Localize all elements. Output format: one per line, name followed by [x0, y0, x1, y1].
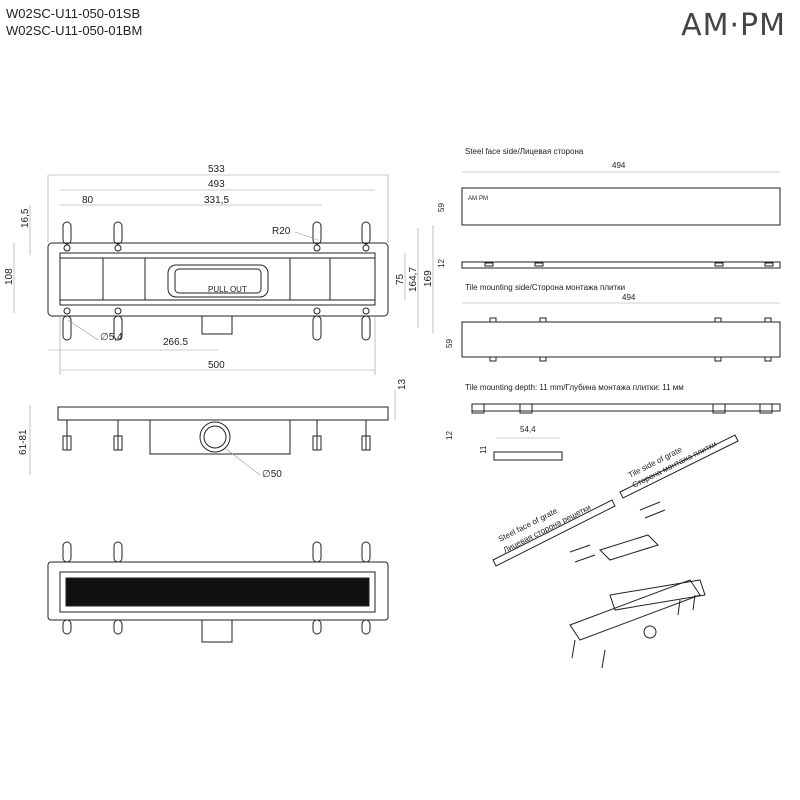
screw-icon: [362, 244, 370, 252]
mounting-tab: [361, 221, 371, 245]
tile-h2: 12: [445, 431, 454, 440]
tile-side-label: Tile mounting side/Сторона монтажа плитк…: [465, 283, 625, 292]
steel-face-label: Steel face side/Лицевая сторона: [465, 147, 584, 156]
steel-width: 494: [612, 161, 626, 170]
leg-foot: [113, 435, 123, 451]
brand-logo: AM·PM: [681, 8, 786, 43]
mounting-tab: [312, 315, 322, 341]
product-codes: W02SC-U11-050-01SB W02SC-U11-050-01BM: [6, 5, 142, 39]
dim-266-5: 266.5: [163, 337, 188, 348]
dim-169: 169: [423, 270, 434, 287]
dim-331-5: 331,5: [204, 195, 229, 206]
dim-493: 493: [208, 179, 225, 190]
dim-75: 75: [395, 273, 406, 285]
screw-icon: [63, 307, 71, 315]
screw-icon: [362, 307, 370, 315]
screw-icon: [313, 244, 321, 252]
dim-61-81: 61-81: [18, 429, 29, 455]
steel-h2: 12: [437, 259, 446, 268]
mounting-tab: [113, 315, 123, 341]
mounting-tab: [62, 541, 72, 563]
mounting-tab: [62, 221, 72, 245]
dim-500: 500: [208, 360, 225, 371]
dim-hole-5-4: ∅5,4: [100, 332, 123, 343]
screw-icon: [313, 307, 321, 315]
mounting-tab: [361, 619, 371, 635]
bottom-view: [47, 541, 389, 643]
screw-icon: [114, 244, 122, 252]
dim-533: 533: [208, 164, 225, 175]
dim-164-7: 164,7: [408, 267, 419, 292]
grate-logo: AM·PM: [468, 196, 488, 202]
top-view: PULL OUT 533 493 80 331,5 R20 108 16,5 7…: [4, 164, 434, 375]
tile-h1: 59: [445, 339, 454, 348]
tile-width: 494: [622, 293, 636, 302]
dim-80: 80: [82, 195, 94, 206]
mounting-tab: [113, 619, 123, 635]
mounting-tab: [312, 541, 322, 563]
mounting-tab: [361, 315, 371, 341]
mounting-tab: [113, 221, 123, 245]
screw-icon: [114, 307, 122, 315]
mounting-tab: [312, 221, 322, 245]
mounting-tab: [62, 315, 72, 341]
mounting-tab: [62, 619, 72, 635]
section-height: 11: [479, 445, 488, 454]
exploded-view: Tile side of grate Сторона монтажа плитк…: [492, 434, 739, 669]
leg-foot: [361, 435, 371, 451]
leg-foot: [62, 435, 72, 451]
product-code: W02SC-U11-050-01BM: [6, 23, 143, 38]
grate-views: Steel face side/Лицевая сторона 494 AM·P…: [437, 147, 781, 461]
section-width: 54,4: [520, 425, 536, 434]
mounting-tab: [113, 541, 123, 563]
dim-16-5: 16,5: [20, 208, 31, 228]
dim-50: ∅50: [262, 469, 282, 480]
product-code: W02SC-U11-050-01SB: [6, 6, 141, 21]
dim-r20: R20: [272, 226, 291, 237]
steel-h1: 59: [437, 203, 446, 212]
mounting-tab: [361, 541, 371, 563]
pull-out-label: PULL OUT: [208, 285, 247, 294]
side-view: 13 61-81 ∅50: [18, 378, 408, 480]
tile-depth-label: Tile mounting depth: 11 mm/Глубина монта…: [465, 383, 684, 392]
dim-108: 108: [4, 268, 15, 285]
leg-foot: [312, 435, 322, 451]
mounting-tab: [312, 619, 322, 635]
screw-icon: [63, 244, 71, 252]
dim-13: 13: [397, 378, 408, 390]
